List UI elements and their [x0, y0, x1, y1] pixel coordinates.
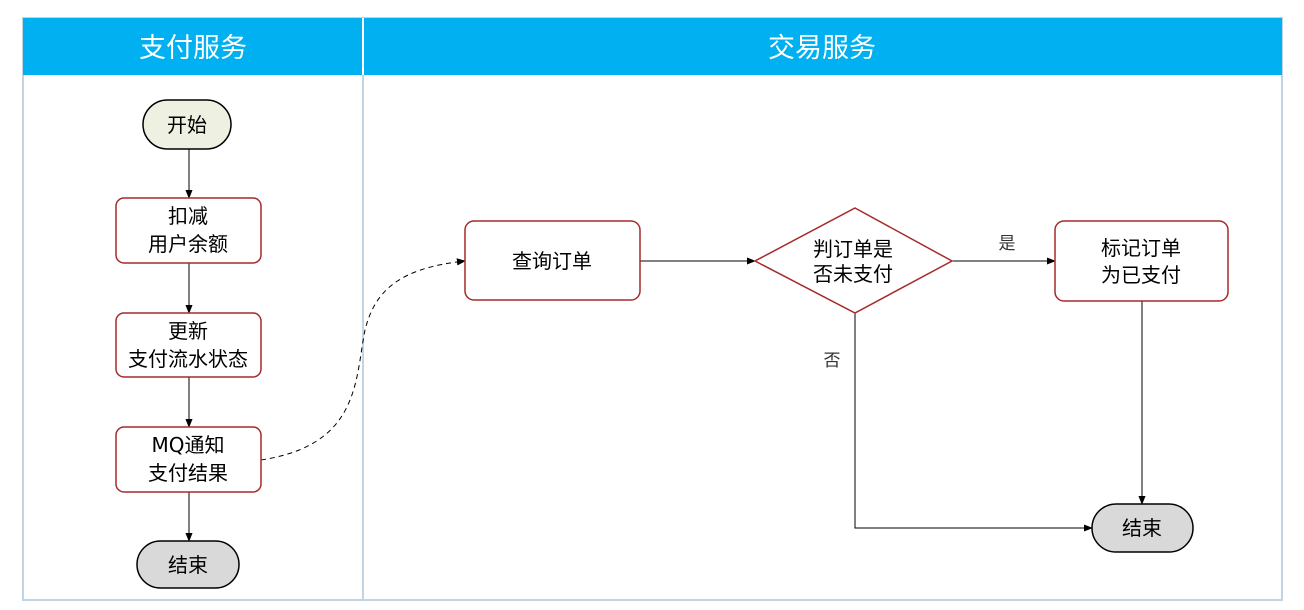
edges	[185, 149, 1146, 542]
node-end-trade-shape	[1091, 503, 1194, 553]
node-deduct-balance: 扣减 用户余额	[115, 197, 262, 264]
node-deduct-shape	[115, 197, 262, 264]
edge-label-yes: 是	[999, 234, 1016, 254]
lane-trade-header	[363, 18, 1282, 75]
node-update-status: 更新 支付流水状态	[115, 312, 262, 378]
edge-notify-to-query-dashed	[260, 258, 466, 461]
node-update-line-1: 更新	[168, 319, 208, 343]
node-deduct-line-2: 用户余额	[148, 232, 228, 256]
node-notify-line-1: MQ通知	[152, 433, 225, 457]
node-decision-line-2: 否未支付	[813, 262, 893, 286]
edge-decision-to-end	[854, 313, 1093, 532]
lane-pay-title: 支付服务	[139, 33, 247, 64]
node-notify-shape	[115, 426, 262, 493]
node-query-line-1: 查询订单	[512, 249, 592, 273]
node-mq-notify: MQ通知 支付结果	[115, 426, 262, 493]
edge-label-no: 否	[824, 351, 841, 371]
node-start-line-1: 开始	[167, 113, 207, 137]
lane-trade-body	[362, 17, 1283, 601]
node-start: 开始	[142, 99, 232, 150]
node-mark-shape	[1054, 220, 1229, 302]
node-mark-paid: 标记订单 为已支付	[1054, 220, 1229, 302]
node-deduct-line-1: 扣减	[168, 204, 208, 228]
lane-trade-service: 交易服务	[362, 17, 1283, 601]
node-end-trade-line-1: 结束	[1122, 516, 1162, 540]
node-update-line-2: 支付流水状态	[128, 347, 248, 371]
node-decision-shape	[753, 207, 954, 314]
node-end-pay: 结束	[136, 540, 240, 589]
node-decision-unpaid: 判订单是 否未支付	[753, 207, 954, 314]
node-query-order: 查询订单	[464, 220, 641, 301]
node-mark-line-2: 为已支付	[1101, 263, 1181, 287]
node-end-pay-line-1: 结束	[168, 553, 208, 577]
node-notify-line-2: 支付结果	[148, 461, 228, 485]
node-end-trade: 结束	[1091, 503, 1194, 553]
node-update-shape	[115, 312, 262, 378]
node-end-pay-shape	[136, 540, 240, 589]
lane-trade-title: 交易服务	[768, 33, 876, 64]
node-decision-line-1: 判订单是	[813, 237, 893, 261]
lane-pay-header	[23, 18, 363, 75]
node-mark-line-1: 标记订单	[1101, 236, 1181, 260]
node-query-shape	[464, 220, 641, 301]
node-start-shape	[142, 99, 232, 150]
